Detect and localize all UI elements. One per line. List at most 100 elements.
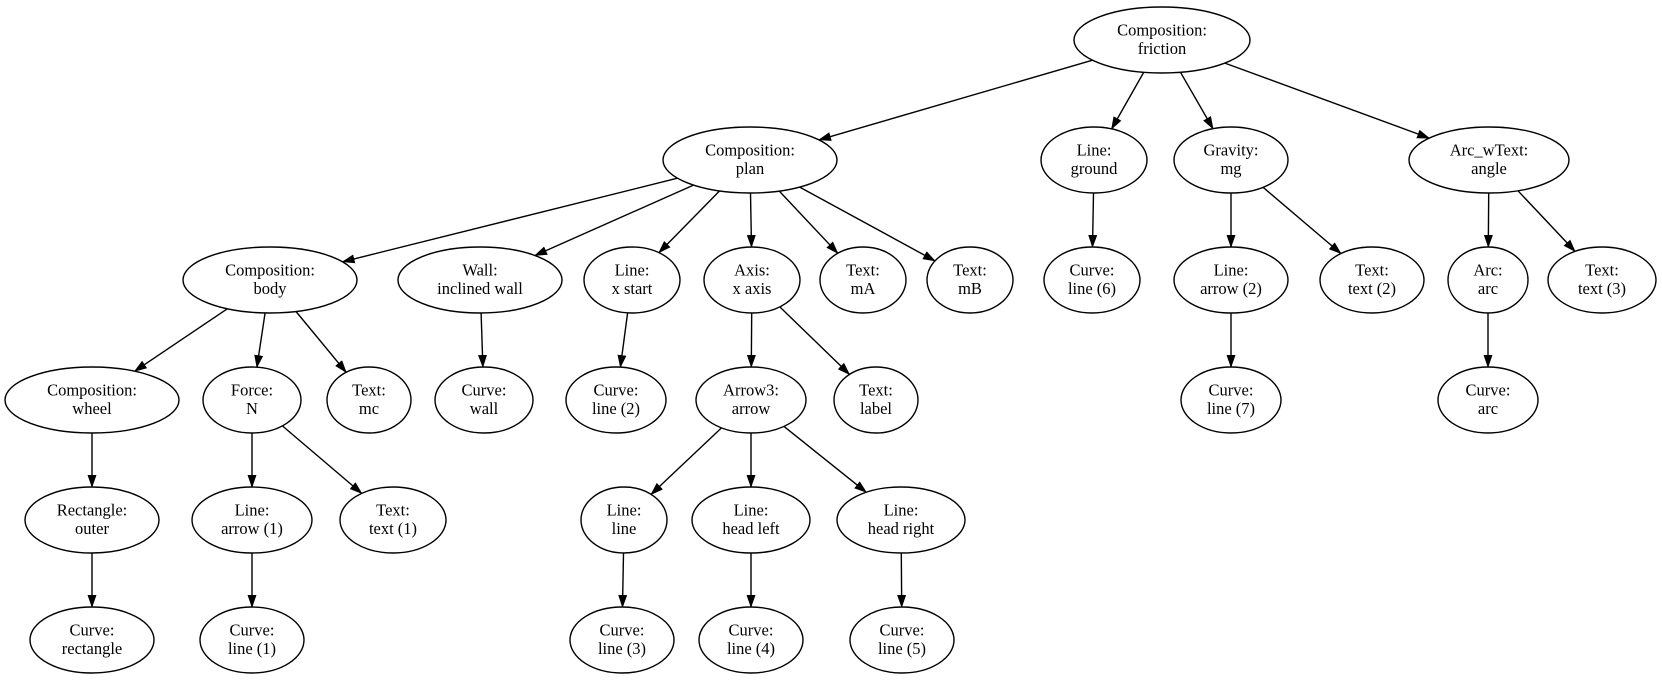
node-line7: Curve:line (7) [1180,366,1282,434]
node-wheel-label-line1: Composition: [47,381,137,400]
node-inclined-wall-ellipse [397,246,563,314]
node-arrow3: Arrow3:arrow [695,366,807,434]
edge-inclined-wall-to-curve-wall [478,312,487,368]
node-text3-label-line1: Text: [1585,261,1619,280]
node-mc-label: Text:mc [352,381,386,419]
node-head-left-label-line2: head left [722,519,780,538]
node-mB-label-line1: Text: [953,261,987,280]
node-label: Text:label [833,366,919,434]
node-line7-ellipse [1180,366,1282,434]
node-arrow2: Line:arrow (2) [1173,246,1289,314]
node-head-left: Line:head left [691,486,811,554]
node-mA-label-line2: mA [851,279,876,298]
node-inclined-wall-label-line1: Wall: [462,261,497,280]
node-line3-label-line1: Curve: [600,621,645,640]
edge-body-to-wheel [133,308,228,372]
node-line2-label-line2: line (2) [592,399,640,418]
node-mg-label: Gravity:mg [1204,141,1259,179]
node-line3-label: Curve:line (3) [598,621,646,659]
edge-body-to-mc [295,311,347,374]
node-force-n-label-line1: Force: [231,381,273,400]
edge-arrow3-to-line [650,427,722,496]
node-head-left-label-line1: Line: [734,501,769,520]
node-plan-label-line1: Composition: [705,141,795,160]
node-curve-arc-label-line1: Curve: [1466,381,1511,400]
node-mA-ellipse [819,246,907,314]
node-force-n-label: Force:N [231,381,273,419]
node-force-n: Force:N [202,366,302,434]
node-mB: Text:mB [926,246,1014,314]
node-line5: Curve:line (5) [849,606,955,674]
node-mc: Text:mc [326,366,412,434]
node-inclined-wall-label-line2: inclined wall [437,279,523,298]
node-body-label-line1: Composition: [225,261,315,280]
node-angle-label: Arc_wText:angle [1450,141,1529,179]
node-curve-wall-label: Curve:wall [462,381,507,419]
node-rectangle-label-line1: Curve: [70,621,115,640]
node-outer: Rectangle:outer [24,486,160,554]
node-line6-ellipse [1043,246,1141,314]
node-friction: Composition:friction [1073,6,1251,74]
edge-plan-to-mB [799,186,936,262]
node-x-start-label: Line:x start [612,261,653,299]
node-line1-label: Curve:line (1) [228,621,276,659]
node-ground-label-line1: Line: [1077,141,1112,160]
node-line-ellipse [580,486,668,554]
node-inclined-wall-label: Wall:inclined wall [437,261,523,299]
node-mA-label-line1: Text: [846,261,880,280]
node-x-start-ellipse [583,246,681,314]
node-friction-label: Composition:friction [1117,21,1207,59]
node-x-axis-ellipse [703,246,801,314]
node-rectangle-ellipse [29,606,155,674]
node-line2: Curve:line (2) [565,366,667,434]
node-arrow2-label-line2: arrow (2) [1200,279,1262,298]
node-line3: Curve:line (3) [569,606,675,674]
node-mB-label-line2: mB [958,279,982,298]
edge-force-n-to-text1 [281,425,363,495]
node-angle-label-line1: Arc_wText: [1450,141,1529,160]
node-line2-ellipse [565,366,667,434]
node-ground-ellipse [1040,126,1148,194]
node-line1-label-line1: Curve: [230,621,275,640]
node-arc-label: Arc:arc [1473,261,1502,299]
node-text1-label-line2: text (1) [369,519,417,538]
edge-plan-to-x-axis [746,192,756,248]
node-label-label-line1: Text: [859,381,893,400]
node-friction-ellipse [1073,6,1251,74]
node-x-axis-label-line1: Axis: [734,261,770,280]
node-text3-label-line2: text (3) [1578,279,1626,298]
node-mg-label-line1: Gravity: [1204,141,1259,160]
node-line-label: Line:line [607,501,642,539]
node-line5-label: Curve:line (5) [878,621,926,659]
node-line7-label: Curve:line (7) [1207,381,1255,419]
node-outer-label-line2: outer [75,519,109,538]
node-arrow2-label-line1: Line: [1214,261,1249,280]
node-line4-label-line2: line (4) [727,639,775,658]
node-text3: Text:text (3) [1547,246,1657,314]
node-line-label-line1: Line: [607,501,642,520]
node-mA-label: Text:mA [846,261,880,299]
node-angle-label-line2: angle [1471,159,1507,178]
node-text3-label: Text:text (3) [1578,261,1626,299]
node-arrow1: Line:arrow (1) [191,486,313,554]
node-arc-label-line1: Arc: [1473,261,1502,280]
edge-angle-to-text3 [1517,190,1576,253]
edge-plan-to-x-start [658,190,721,254]
node-line5-label-line1: Curve: [880,621,925,640]
node-x-axis-label: Axis:x axis [733,261,772,299]
node-line2-label-line1: Curve: [594,381,639,400]
node-curve-wall-ellipse [434,366,534,434]
node-line6-label-line1: Curve: [1070,261,1115,280]
node-body-ellipse [182,246,358,314]
node-arc: Arc:arc [1447,246,1529,314]
node-line5-label-line2: line (5) [878,639,926,658]
node-line5-ellipse [849,606,955,674]
edge-friction-to-ground [1110,71,1145,130]
edge-line-to-line3 [618,552,628,608]
edge-x-axis-to-label [779,306,851,376]
node-text2-label: Text:text (2) [1348,261,1396,299]
node-arrow3-label: Arrow3:arrow [723,381,779,419]
node-line7-label-line1: Curve: [1209,381,1254,400]
edge-friction-to-mg [1179,71,1214,130]
